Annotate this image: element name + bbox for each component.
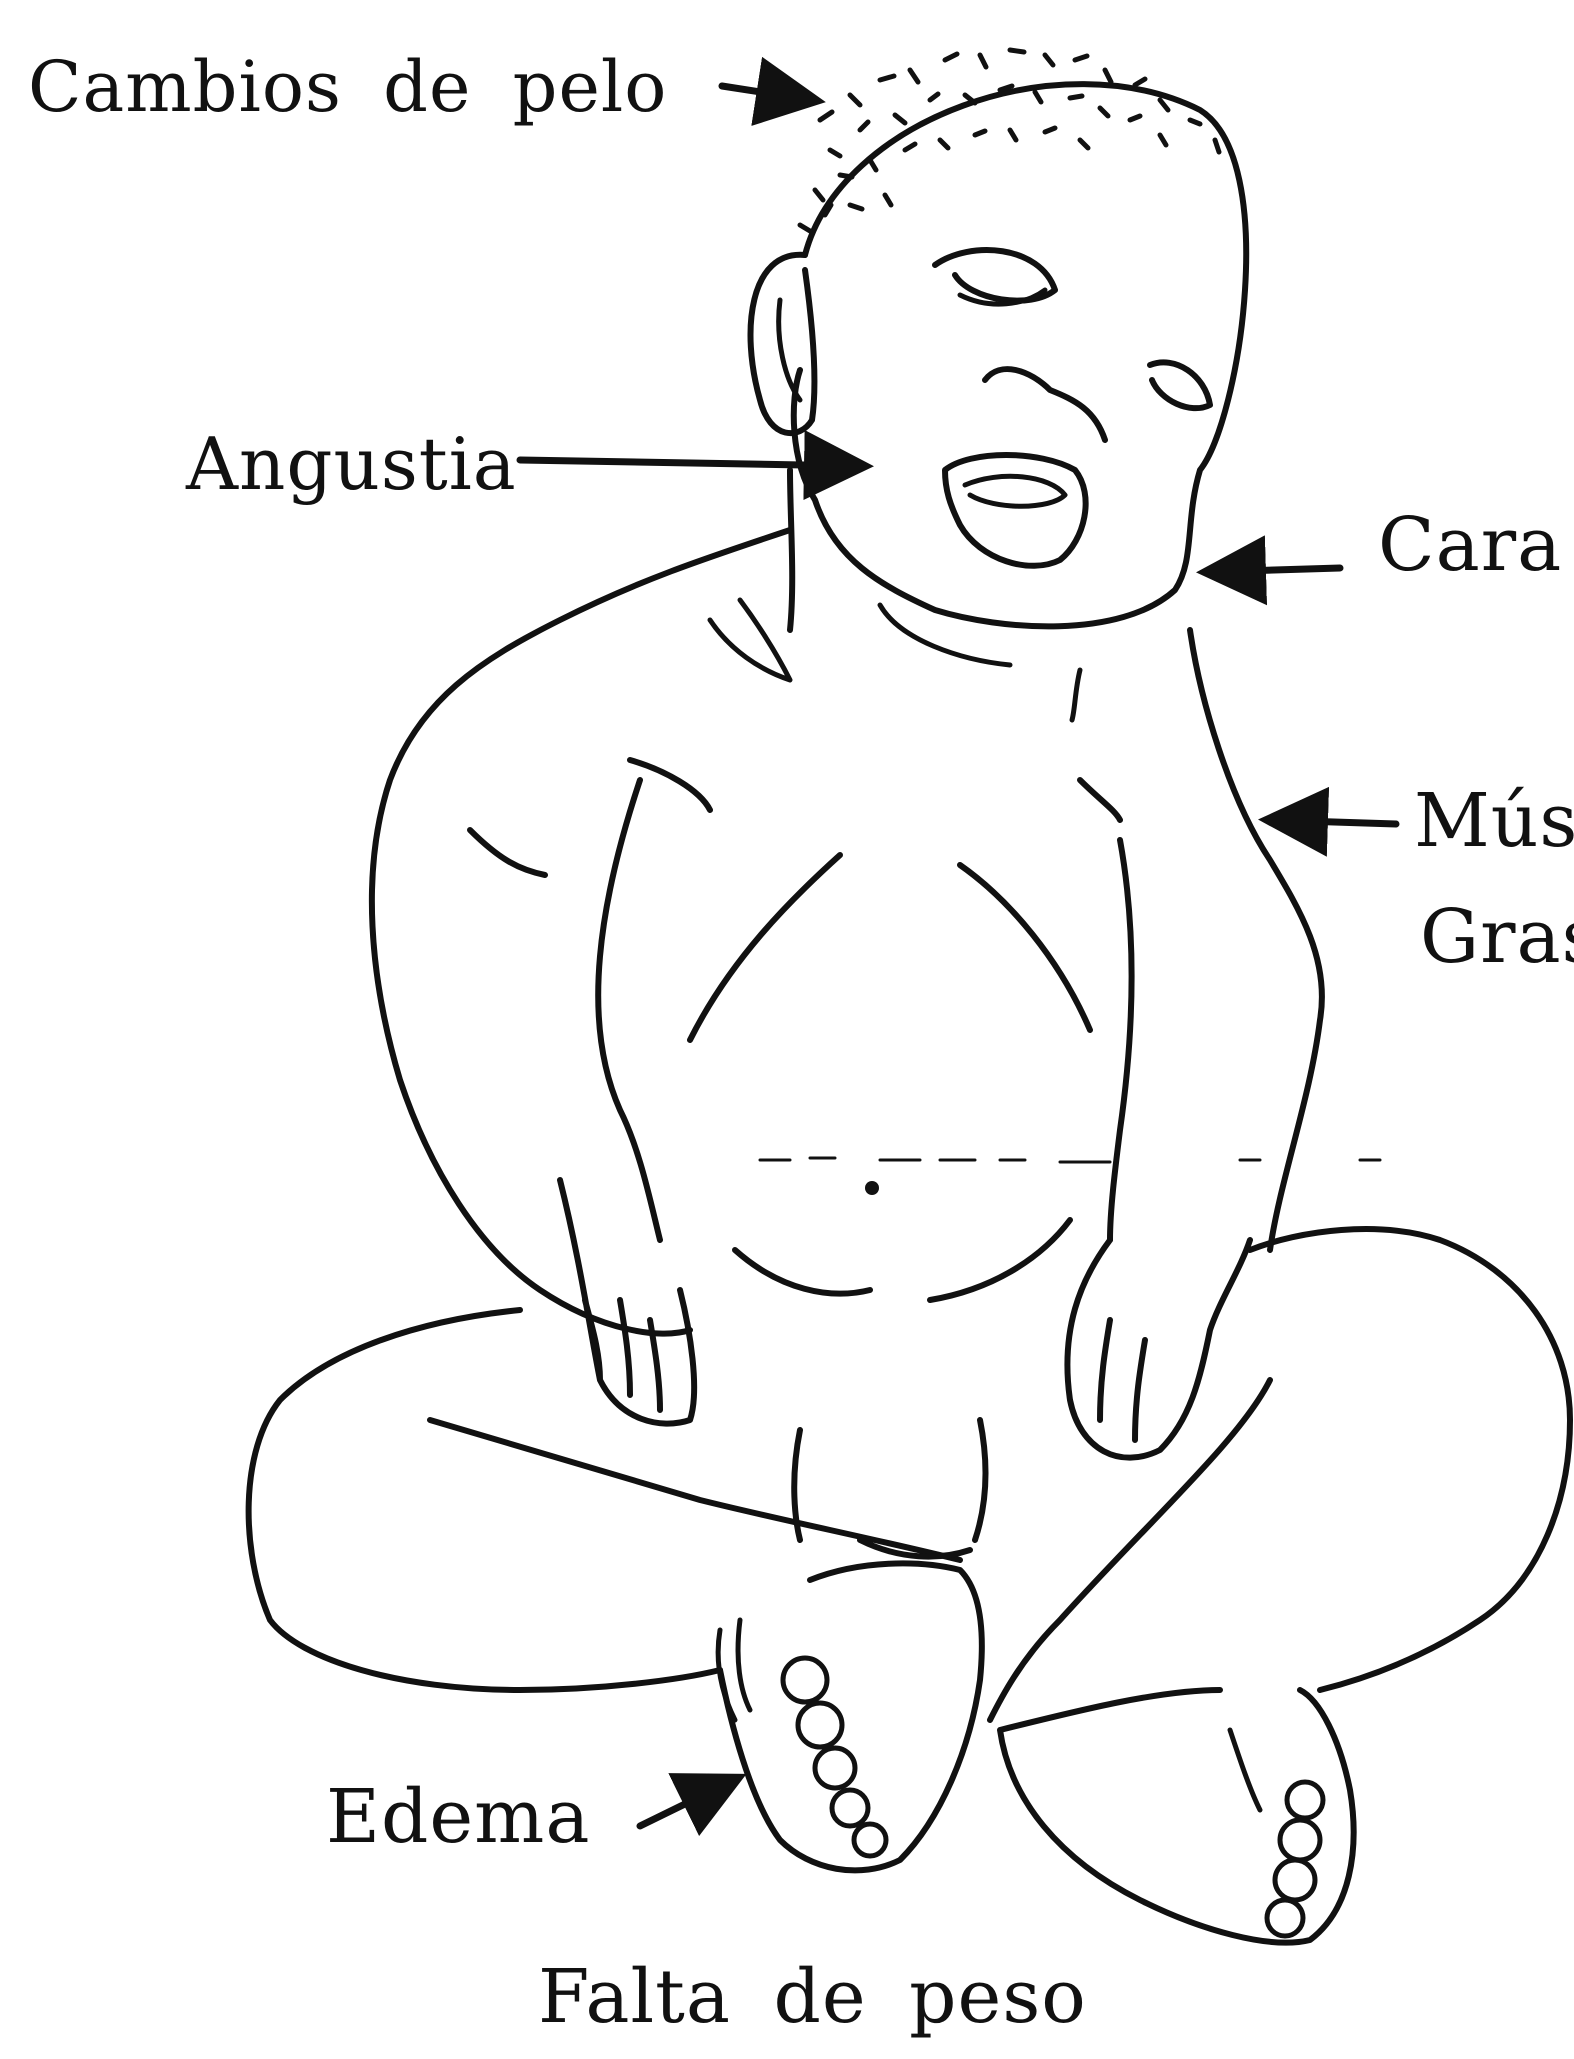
hand-left: [560, 1180, 694, 1424]
arrow-face: [1210, 568, 1340, 572]
torso-left: [372, 530, 790, 1334]
leg-left: [249, 1310, 960, 1690]
hand-right: [1067, 1240, 1250, 1458]
label-weight-loss: Falta de peso: [538, 1960, 1087, 2034]
head-outline: [794, 84, 1246, 626]
label-fat: Gras: [1420, 900, 1574, 974]
arrow-edema: [640, 1780, 734, 1826]
eye-right: [1150, 362, 1210, 408]
label-hair-changes: Cambios de pelo: [28, 52, 667, 122]
label-muscle: Mús: [1414, 784, 1574, 858]
groin: [794, 1420, 985, 1557]
label-edema: Edema: [326, 1780, 590, 1854]
label-face: Cara: [1378, 508, 1562, 582]
neck: [790, 470, 792, 630]
hair-texture: [800, 50, 1219, 231]
belly: [690, 855, 1090, 1300]
label-distress: Angustia: [186, 428, 517, 500]
arrow-muscle: [1272, 820, 1396, 824]
mouth: [945, 455, 1086, 566]
torso-right: [1190, 630, 1322, 1250]
nose: [985, 369, 1105, 440]
arrow-distress: [520, 460, 860, 466]
arrow-hair: [722, 86, 812, 100]
arm-left: [470, 760, 710, 1240]
toes-left: [783, 1658, 886, 1856]
arm-right: [1080, 780, 1132, 1240]
toes-right: [1267, 1782, 1323, 1936]
navel: [865, 1181, 879, 1195]
